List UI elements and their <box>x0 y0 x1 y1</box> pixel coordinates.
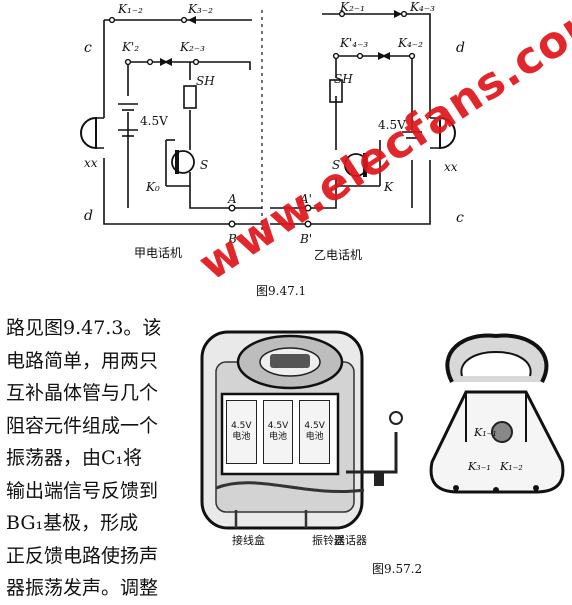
battery-label: 4.5V <box>140 114 168 128</box>
text-line: 输出端信号反馈到 <box>6 479 159 502</box>
node-label-d-left: d <box>84 208 93 224</box>
earpiece-label: xx <box>444 160 458 174</box>
text-line: 互补晶体管与几个 <box>6 382 159 404</box>
node-label-c-left: c <box>84 40 92 56</box>
switch-label: K₃₋₂ <box>188 2 213 16</box>
text-line: 阻容元件组成一个 <box>6 414 159 437</box>
switch-label: K₄₋₃ <box>410 0 435 14</box>
terminal-a-label: A' <box>300 192 312 206</box>
battery-label: 4.5V 电池 <box>304 421 325 442</box>
photo-figure-caption: 图9.57.2 <box>372 562 423 576</box>
switch-label: K₃₋₁ <box>468 460 491 473</box>
battery-cell: 4.5V 电池 <box>262 400 294 464</box>
battery-pack: 4.5V 电池 4.5V 电池 4.5V 电池 <box>226 400 331 464</box>
key-label: K₀ <box>146 180 160 194</box>
node-label-c-right: c <box>456 210 464 226</box>
terminal-box-label: 接线盒 <box>232 534 265 547</box>
left-phone-caption: 甲电话机 <box>134 246 183 260</box>
key-label: K <box>384 180 393 194</box>
battery-label: 4.5V 电池 <box>231 421 252 442</box>
earpiece-label: xx <box>84 156 98 170</box>
terminal-b-label: B' <box>300 232 313 246</box>
hook-switch-label: SH <box>196 74 215 88</box>
text-line: 路见图9.47.3。该 <box>6 317 162 339</box>
node-label-d-right: d <box>456 40 465 56</box>
terminal-b-label: B <box>228 232 237 246</box>
handset-label: 送话器 <box>334 534 367 547</box>
battery-cell: 4.5V 电池 <box>299 400 331 464</box>
battery-label: 4.5V <box>378 118 406 132</box>
switch-label: K'₄₋₃ <box>340 36 369 50</box>
switch-label: K₂₋₃ <box>180 40 205 54</box>
microphone-label: S <box>332 158 341 172</box>
text-line: 正反馈电路使扬声 <box>6 544 159 567</box>
switch-label: K₁₋₂ <box>500 460 523 473</box>
figure-caption: 图9.47.1 <box>256 284 307 298</box>
battery-cell: 4.5V 电池 <box>226 400 257 464</box>
switch-label: K'₂ <box>122 40 140 54</box>
text-line: 振荡器，由C₁将 <box>6 447 143 469</box>
telephone-circuit-diagram <box>80 10 456 240</box>
text-line: 电路简单，用两只 <box>6 349 159 372</box>
body-paragraph: 路见图9.47.3。该 电路简单，用两只 互补晶体管与几个 阻容元件组成一个 振… <box>6 312 188 605</box>
text-line: BG₁基极，形成 <box>6 512 139 534</box>
switch-label: K₂₋₁ <box>340 0 365 14</box>
switch-label: K₁₋₂ <box>118 2 143 16</box>
microphone-label: S <box>200 158 209 172</box>
ringer-label: 振铃器 <box>312 534 345 547</box>
battery-label: 4.5V 电池 <box>267 421 289 442</box>
hook-switch-label: SH <box>334 72 353 86</box>
switch-label: K₄₋₂ <box>398 36 423 50</box>
right-phone-caption: 乙电话机 <box>314 248 363 262</box>
text-line: 器振荡发声。调整 <box>6 577 159 599</box>
terminal-a-label: A <box>228 192 237 206</box>
switch-label: K₁₋₁ <box>474 426 497 439</box>
